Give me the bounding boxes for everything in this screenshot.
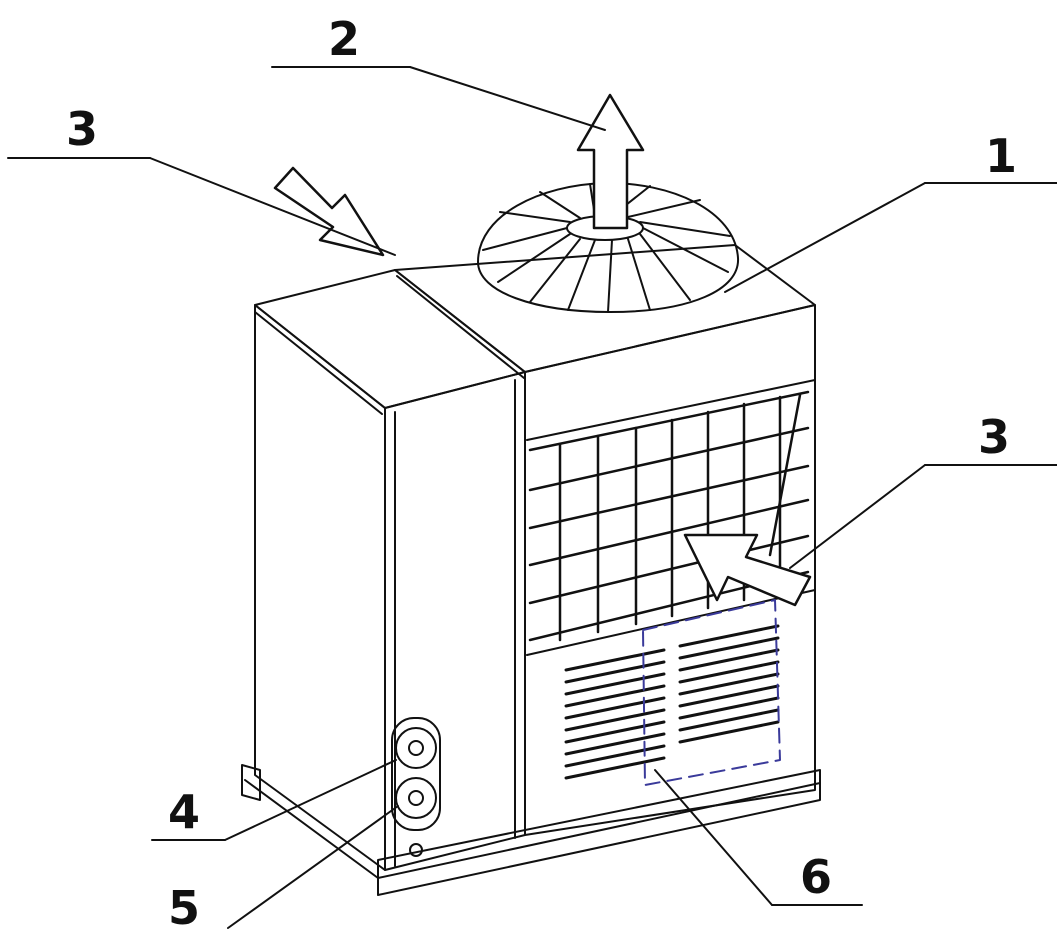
leader-1 [724, 182, 926, 293]
outlet-flange [395, 777, 437, 819]
fan-guard [477, 181, 740, 313]
air-in-top-arrow [273, 166, 385, 257]
leader-lines [7, 66, 1057, 929]
base-rail-line [377, 782, 821, 879]
control-box-outline [642, 599, 781, 786]
dashed-box [642, 599, 781, 786]
base-rail-front [377, 769, 821, 896]
inlet-flange [395, 727, 437, 769]
louver-left [564, 648, 666, 780]
callout-2: 2 [328, 12, 360, 66]
unit-cabinet [254, 244, 816, 871]
leader-5 [227, 805, 399, 929]
air-arrows [273, 93, 812, 607]
left-side-face [254, 304, 386, 871]
air-out-arrow [576, 93, 645, 230]
leader-3b [789, 464, 926, 569]
pipe-connections [391, 717, 441, 857]
leader-3a [149, 157, 396, 256]
fan-ribs [482, 183, 731, 313]
front-face [384, 371, 526, 871]
outlet-bore [408, 790, 424, 806]
callout-labels: 1 2 3 3 4 5 6 [66, 12, 1017, 931]
leader-4 [224, 759, 397, 841]
callout-5: 5 [168, 881, 200, 931]
base-rail-side [244, 779, 379, 879]
base-frame [241, 764, 821, 896]
coil-divider [526, 379, 816, 441]
coil-face [524, 304, 816, 836]
callout-1: 1 [985, 129, 1017, 183]
leader-2 [409, 66, 606, 131]
louver-right [678, 624, 780, 744]
inlet-bore [408, 740, 424, 756]
callout-4: 4 [168, 785, 200, 839]
condenser-grille [528, 390, 810, 642]
callout-3-top: 3 [66, 102, 98, 156]
drain-plug [409, 843, 423, 857]
top-seam-2 [396, 275, 525, 379]
pipe-plate [391, 717, 441, 831]
base-foot-left [241, 764, 261, 801]
coil-divider-bottom [526, 589, 816, 656]
callout-3-side: 3 [978, 410, 1010, 464]
callout-6: 6 [800, 850, 832, 904]
leader-6 [654, 769, 773, 906]
top-seam [254, 311, 383, 415]
air-in-side-arrow [683, 533, 812, 607]
